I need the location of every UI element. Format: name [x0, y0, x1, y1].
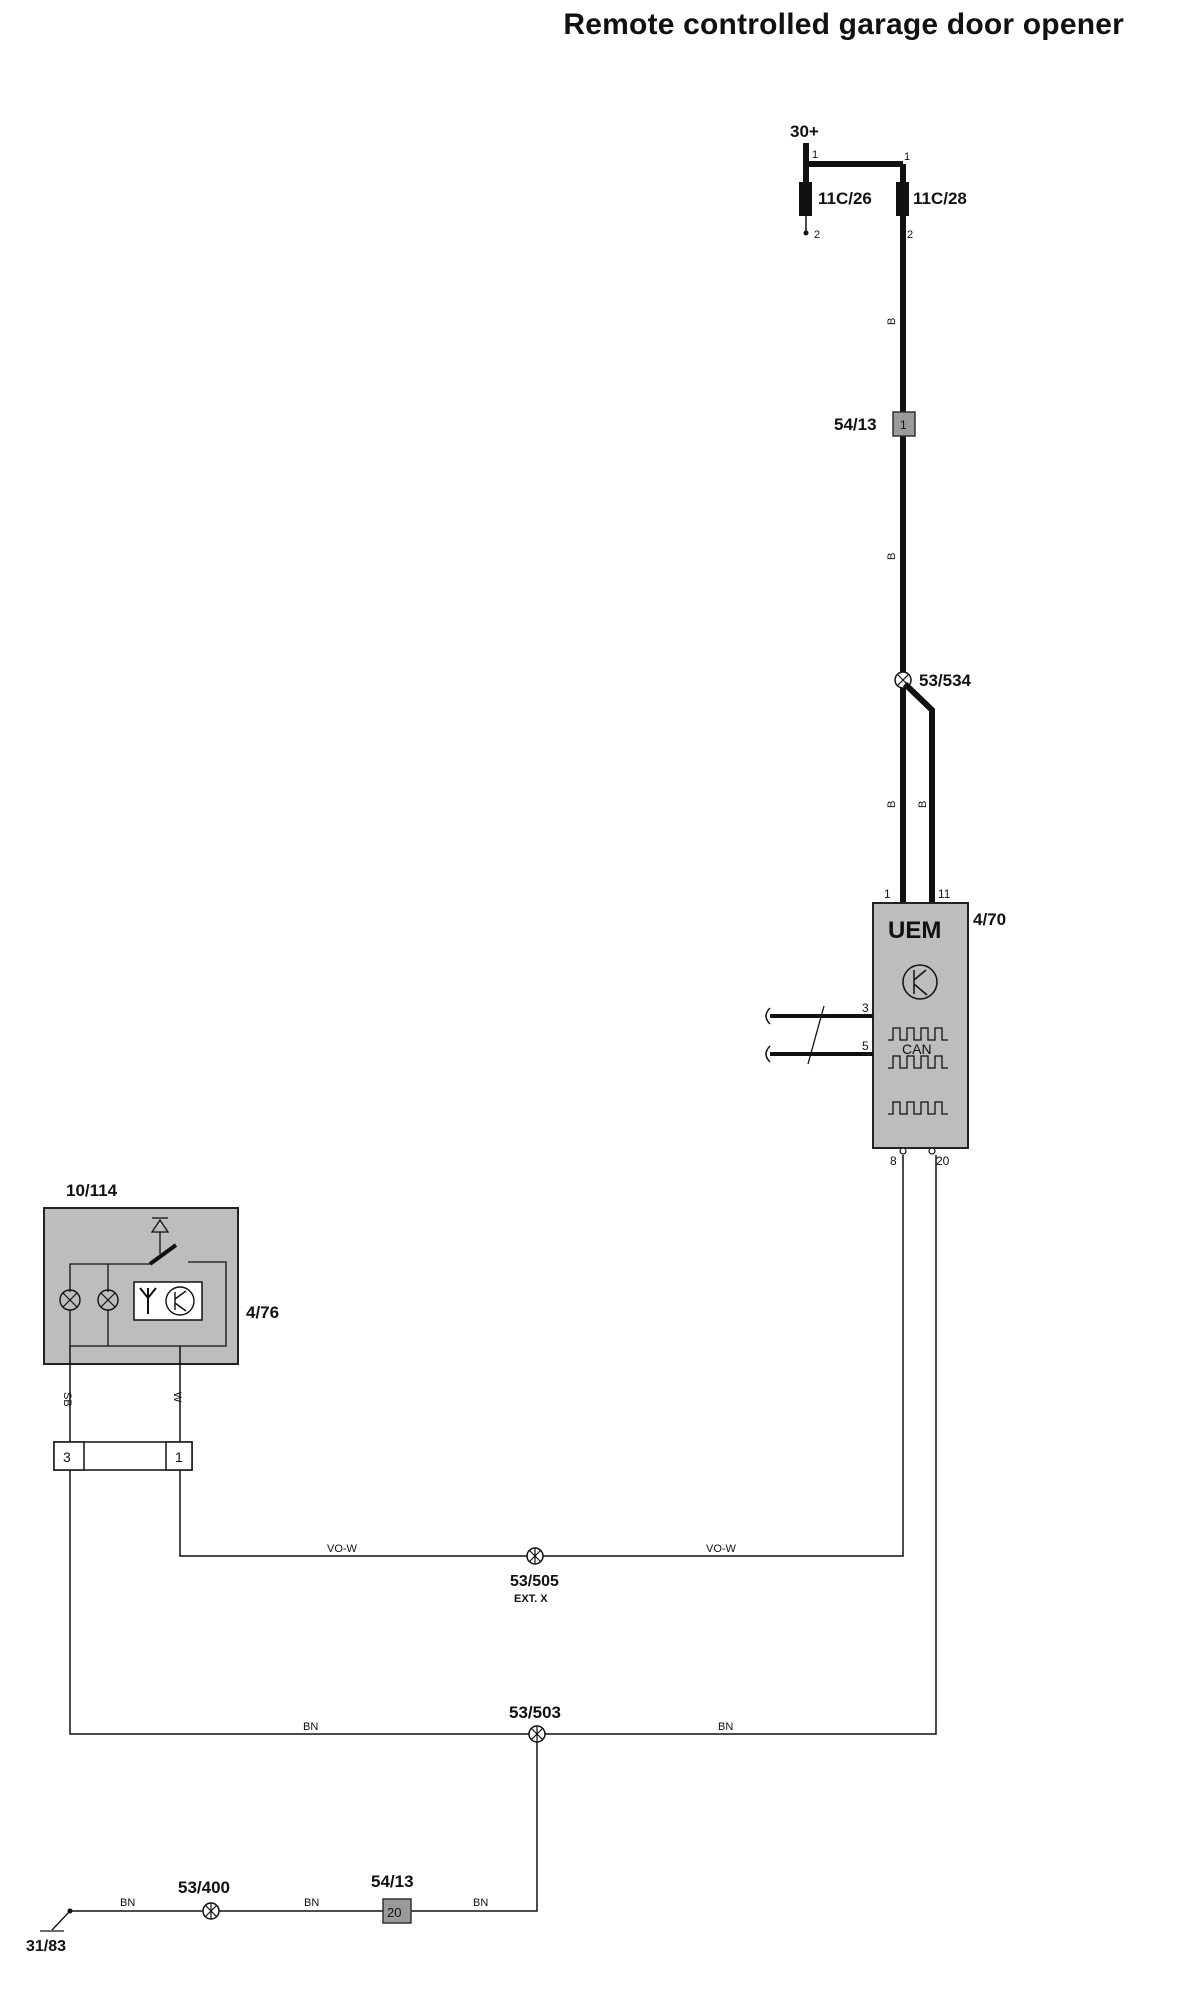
uem-transistor-icon	[902, 964, 938, 1000]
can-pulse-icon-1	[888, 1027, 948, 1041]
wire-color-b3: B	[886, 801, 898, 808]
connector-bot-label: 54/13	[371, 1872, 414, 1891]
can-wire-break-1	[765, 1007, 771, 1025]
bn-wire-main	[69, 1155, 937, 1735]
wire-color-sb: SB	[61, 1392, 73, 1407]
wire-color-w: W	[171, 1392, 183, 1403]
fuse-b-pin1: 1	[904, 151, 910, 163]
fuse-a-pin2: 2	[814, 229, 820, 241]
uem-name: UEM	[888, 917, 941, 944]
wire-color-vow2: VO-W	[706, 1543, 737, 1555]
splice-mid-note: EXT. X	[514, 1593, 548, 1605]
ground-lead	[51, 1910, 71, 1931]
uem-terminal-8	[899, 1147, 907, 1155]
uem-terminal-20	[928, 1147, 936, 1155]
fuse-a-pin1: 1	[812, 149, 818, 161]
ground-label: 31/83	[26, 1938, 66, 1955]
opener-lamp-2-cross-b	[100, 1292, 116, 1308]
fuse-b-label: 11C/28	[913, 189, 967, 208]
wire-color-b2: B	[886, 553, 898, 560]
uem-pin5: 5	[862, 1039, 869, 1053]
uem-transistor-collector	[913, 969, 927, 981]
splice-53-534-cross-b	[896, 673, 910, 687]
power-label: 30+	[790, 122, 819, 141]
uem-label: 4/70	[973, 910, 1006, 929]
antenna-icon-left	[139, 1287, 149, 1299]
connector-pin3: 3	[63, 1449, 71, 1465]
splice-low-label: 53/503	[509, 1703, 561, 1722]
wire-color-bn1: BN	[303, 1721, 318, 1733]
wire-color-bn5: BN	[473, 1897, 488, 1909]
opener-transistor-emitter	[174, 1302, 187, 1312]
opener-transmitter-block	[133, 1281, 203, 1321]
opener-sub-label: 4/76	[246, 1303, 279, 1322]
wire-color-bn4: BN	[304, 1897, 319, 1909]
opener-lamp-icon-1	[59, 1289, 81, 1311]
uem-pin8: 8	[890, 1154, 897, 1168]
b-wire-pin11	[902, 681, 935, 902]
can-pulse-icon-2	[888, 1055, 948, 1069]
connector-bot-pin: 20	[387, 1905, 401, 1920]
fuse-a-label: 11C/26	[818, 189, 872, 208]
connector-cavity-3	[53, 1441, 85, 1471]
can-pulse-icon-3	[888, 1101, 948, 1115]
splice-bot-label: 53/400	[178, 1878, 230, 1897]
wire-color-b4: B	[917, 801, 929, 808]
antenna-icon-right	[147, 1287, 157, 1299]
splice-mid-label: 53/505	[510, 1573, 559, 1590]
uem-transistor-emitter	[913, 983, 928, 996]
diagram-title: Remote controlled garage door opener	[563, 8, 1124, 41]
opener-transistor-collector	[174, 1290, 187, 1300]
can-twist-mark	[807, 1005, 825, 1065]
uem-pin3: 3	[862, 1001, 869, 1015]
opener-label: 10/114	[66, 1181, 118, 1200]
bn-wire-ground	[72, 1742, 538, 1912]
wire-color-b1: B	[886, 318, 898, 325]
opener-switch	[148, 1243, 178, 1266]
opener-button-icon	[150, 1218, 170, 1233]
wire-color-bn2: BN	[718, 1721, 733, 1733]
can-label: CAN	[902, 1041, 932, 1057]
fuse-a	[799, 182, 812, 216]
connector-54-13-bottom	[382, 1898, 412, 1924]
uem-pin20: 20	[936, 1154, 950, 1168]
fuse-b-pin2: 2	[907, 229, 913, 241]
uem-pin11: 11	[938, 887, 951, 901]
uem-pin1: 1	[884, 887, 891, 901]
opener-lamp-1-cross-b	[62, 1292, 78, 1308]
connector-pin1: 1	[175, 1449, 183, 1465]
splice-top-label: 53/534	[919, 671, 972, 690]
fuse-b	[896, 182, 909, 216]
opener-lamp-bus	[69, 1263, 150, 1292]
opener-transistor-icon	[165, 1286, 195, 1316]
connector-cavity-1	[165, 1441, 193, 1471]
vo-w-wire	[179, 1155, 904, 1557]
connector-top-pin: 1	[900, 418, 907, 432]
opener-return-bus	[69, 1261, 227, 1347]
wire-color-bn3: BN	[120, 1897, 135, 1909]
can-wire-break-2	[765, 1045, 771, 1063]
connector-54-13-top	[892, 411, 916, 437]
fuse-a-terminal	[803, 230, 809, 236]
connector-top-label: 54/13	[834, 415, 877, 434]
wire-color-vow1: VO-W	[327, 1543, 358, 1555]
